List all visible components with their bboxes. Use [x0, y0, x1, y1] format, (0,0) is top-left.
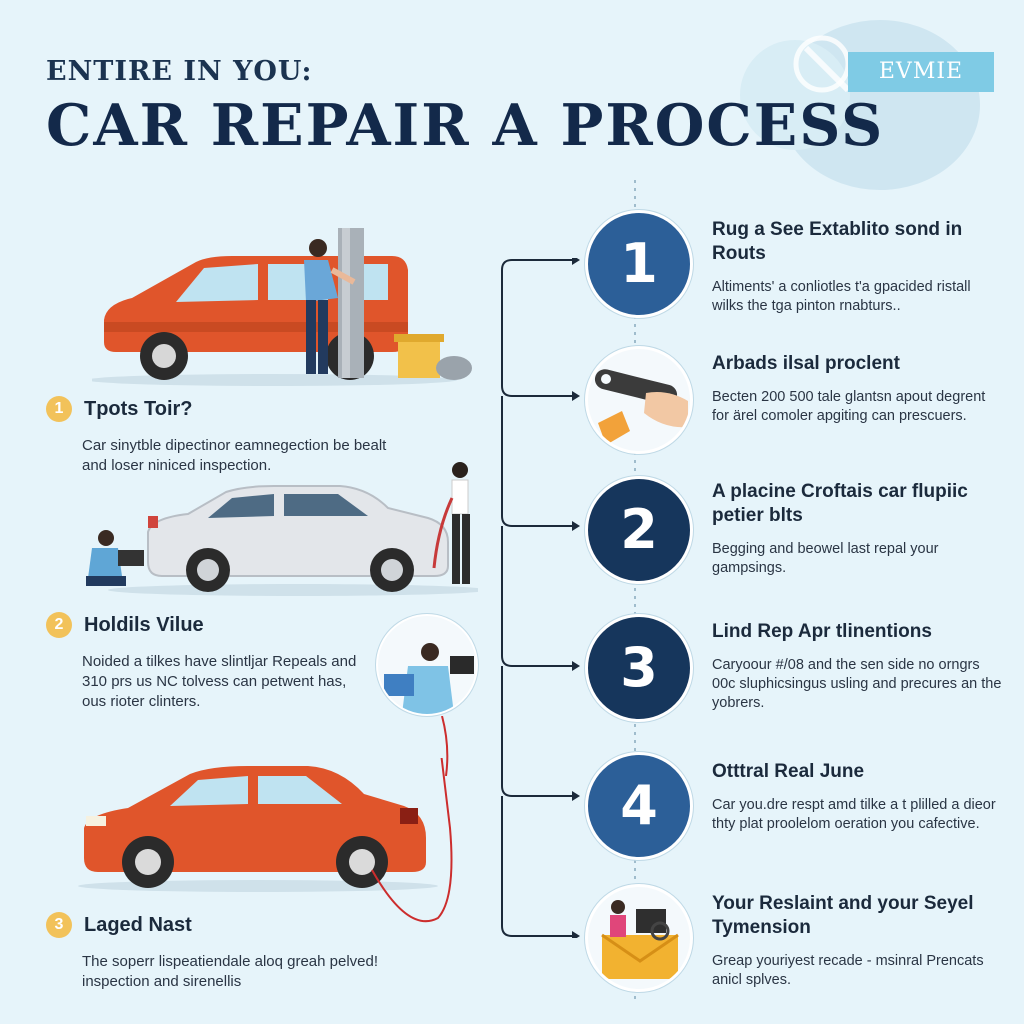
left-step-title: Laged Nast: [84, 913, 192, 936]
timeline-step-6: Your Reslaint and your Seyel Tymension G…: [712, 892, 1002, 990]
left-step-3: 3 Laged Nast The soperr lispeatiendale a…: [46, 912, 466, 992]
timeline-step-marker: 1: [585, 210, 693, 318]
left-step-1: 1 Tpots Toir? Car sinytble dipectinor ea…: [46, 396, 466, 476]
left-step-title: Tpots Toir?: [84, 397, 193, 420]
timeline-bracket: [501, 258, 580, 938]
sedan-diagnostic-illustration: [86, 462, 478, 596]
timeline-step-marker: 4: [585, 752, 693, 860]
left-step-description: Car sinytble dipectinor eamnegection be …: [82, 437, 387, 474]
timeline-step-description: Begging and beowel last repal your gamps…: [712, 541, 939, 576]
step-number-badge: 2: [46, 612, 72, 638]
left-step-description: The soperr lispeatiendale aloq greah pel…: [82, 953, 379, 990]
timeline-step-description: Caryoour #/08 and the sen side no orngrs…: [712, 657, 1002, 711]
mechanic-laptop-inset: [376, 614, 478, 716]
timeline-step-description: Becten 200 500 tale glantsn apout degren…: [712, 389, 986, 424]
timeline-step-marker: 3: [585, 614, 693, 722]
left-step-description: Noided a tilkes have slintljar Repeals a…: [82, 653, 357, 710]
mechanic-with-envelope-icon: [601, 900, 679, 979]
timeline-step-title: A placine Croftais car flupiic petier bl…: [712, 481, 968, 526]
timeline-step-marker: 2: [585, 476, 693, 584]
timeline-step-5: Otttral Real June Car you.dre respt amd …: [712, 760, 1002, 834]
diagnostic-cable: [441, 716, 449, 776]
step-number-badge: 3: [46, 912, 72, 938]
mechanic-laptop-icon: [384, 643, 474, 714]
timeline-step-description: Car you.dre respt amd tilke a t plilled …: [712, 797, 996, 832]
timeline-step-title: Lind Rep Apr tlinentions: [712, 621, 932, 642]
minivan-mechanic-illustration: [92, 228, 472, 386]
timeline-step-title: Arbads ilsal proclent: [712, 353, 900, 374]
timeline-step-title: Otttral Real June: [712, 761, 865, 782]
left-step-2: 2 Holdils Vilue Noided a tilkes have sli…: [46, 612, 466, 712]
timeline-step-3: A placine Croftais car flupiic petier bl…: [712, 480, 1002, 578]
wrench-hand-icon: [594, 369, 688, 445]
timeline-step-2: Arbads ilsal proclent Becten 200 500 tal…: [712, 352, 1002, 426]
orange-sedan-illustration: [78, 758, 453, 923]
timeline-step-title: Your Reslaint and your Seyel Tymension: [712, 893, 974, 938]
timeline-step-4: Lind Rep Apr tlinentions Caryoour #/08 a…: [712, 620, 1002, 713]
page-title: CAR REPAIR A PROCESS: [46, 92, 885, 159]
left-step-title: Holdils Vilue: [84, 613, 204, 636]
timeline-image-marker: [585, 346, 693, 454]
timeline-image-marker: [585, 884, 693, 992]
timeline-step-description: Greap youriyest recade - msinral Prencat…: [712, 953, 984, 988]
header-badge: EVMIE: [848, 52, 994, 92]
timeline-step-description: Altiments' a conliotles t'a gpacided ris…: [712, 279, 971, 314]
step-number-badge: 1: [46, 396, 72, 422]
header-kicker: ENTIRE IN YOU:: [46, 56, 313, 87]
timeline-step-1: Rug a See Extablito sond in Routs Altime…: [712, 218, 1002, 316]
timeline-step-title: Rug a See Extablito sond in Routs: [712, 219, 963, 264]
